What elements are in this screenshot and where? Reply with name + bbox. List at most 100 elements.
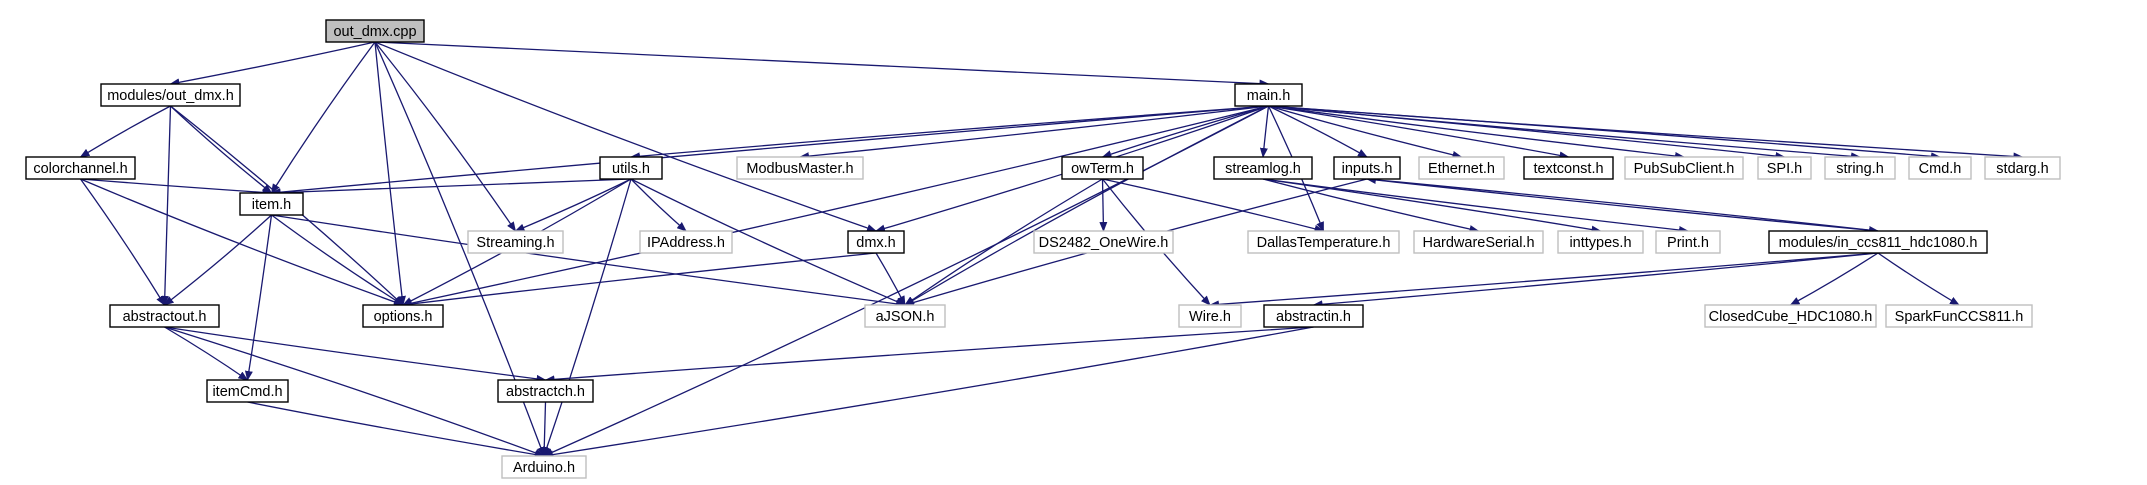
node-streamlog_h[interactable]: streamlog.h [1213,156,1313,180]
edge-owterm_h-to-ajson_h [904,178,1103,306]
node-box [847,230,905,254]
node-dmx_h[interactable]: dmx.h [847,230,905,254]
node-box [736,156,864,180]
edge-main_h-to-textconst_h [1268,105,1570,160]
node-label: Wire.h [1189,309,1231,325]
node-modbusmaster_h[interactable]: ModbusMaster.h [736,156,864,180]
node-label: textconst.h [1533,161,1603,177]
node-ds2482_h[interactable]: DS2482_OneWire.h [1033,230,1174,254]
node-options_h[interactable]: options.h [362,304,444,328]
node-inputs_h[interactable]: inputs.h [1333,156,1401,180]
node-string_h[interactable]: string.h [1824,156,1896,180]
edge-colorchannel_h-to-options_h [80,178,404,306]
node-closedcube_h[interactable]: ClosedCube_HDC1080.h [1704,304,1877,328]
edge-main_h-to-modbusmaster_h [799,105,1269,161]
node-label: SPI.h [1767,161,1802,177]
node-label: SparkFunCCS811.h [1895,309,2024,325]
edge-inputs_h-to-ccs811_h [1366,178,1879,234]
node-pubsubclient_h[interactable]: PubSubClient.h [1624,156,1744,180]
node-label: inputs.h [1342,161,1393,177]
node-hwserial_h[interactable]: HardwareSerial.h [1413,230,1544,254]
node-textconst_h[interactable]: textconst.h [1523,156,1614,180]
edge-out_dmx_cpp-to-dmx_h [374,41,877,232]
node-print_h[interactable]: Print.h [1655,230,1721,254]
node-ccs811_h[interactable]: modules/in_ccs811_hdc1080.h [1768,230,1988,254]
edge-main_h-to-utils_h [630,105,1269,161]
node-modules_out_dmx_h[interactable]: modules/out_dmx.h [100,83,241,107]
edge-utils_h-to-streaming_h [514,178,632,232]
node-label: abstractch.h [506,384,585,400]
node-box [864,304,946,328]
node-dallas_h[interactable]: DallasTemperature.h [1247,230,1400,254]
edge-ccs811_h-to-closedcube_h [1789,252,1879,306]
node-label: utils.h [612,161,650,177]
node-label: HardwareSerial.h [1422,235,1534,251]
node-label: abstractin.h [1276,309,1351,325]
node-label: ClosedCube_HDC1080.h [1709,309,1873,325]
node-box [501,455,587,479]
edge-item_h-to-ajson_h [271,214,906,308]
edge-colorchannel_h-to-abstractout_h [79,178,166,306]
node-box [1418,156,1505,180]
edge-utils_h-to-ipaddress_h [630,178,687,232]
node-ipaddress_h[interactable]: IPAddress.h [639,230,733,254]
node-label: Arduino.h [513,460,575,476]
edge-main_h-to-pubsubclient_h [1268,105,1685,160]
node-box [325,19,425,43]
node-label: abstractout.h [123,309,207,325]
node-inttypes_h[interactable]: inttypes.h [1557,230,1644,254]
edge-modules_out_dmx_h-to-colorchannel_h [79,105,171,158]
node-colorchannel_h[interactable]: colorchannel.h [25,156,136,180]
node-sparkfun_h[interactable]: SparkFunCCS811.h [1885,304,2033,328]
edge-ccs811_h-to-sparkfun_h [1877,252,1960,306]
node-abstractout_h[interactable]: abstractout.h [109,304,220,328]
node-wire_h[interactable]: Wire.h [1178,304,1242,328]
node-cmd_h[interactable]: Cmd.h [1908,156,1972,180]
node-label: item.h [252,197,292,213]
edge-owterm_h-to-ds2482_h [1099,178,1108,232]
edge-main_h-to-inputs_h [1268,105,1368,158]
edge-out_dmx_cpp-to-options_h [374,41,406,306]
node-ethernet_h[interactable]: Ethernet.h [1418,156,1505,180]
node-box [1824,156,1896,180]
node-out_dmx_cpp[interactable]: out_dmx.cpp [325,19,425,43]
node-box [467,230,564,254]
node-arduino_h[interactable]: Arduino.h [501,455,587,479]
node-label: itemCmd.h [212,384,282,400]
node-box [1704,304,1877,328]
edge-utils_h-to-item_h [270,178,632,197]
edge-item_h-to-options_h [271,214,404,306]
node-abstractin_h[interactable]: abstractin.h [1263,304,1364,328]
node-main_h[interactable]: main.h [1234,83,1303,107]
edge-streamlog_h-to-print_h [1262,178,1689,234]
node-abstractch_h[interactable]: abstractch.h [497,379,594,403]
node-stdarg_h[interactable]: stdarg.h [1984,156,2061,180]
node-ajson_h[interactable]: aJSON.h [864,304,946,328]
edge-utils_h-to-ajson_h [630,178,906,306]
node-box [1178,304,1242,328]
node-label: string.h [1836,161,1884,177]
node-label: modules/out_dmx.h [107,88,234,104]
edge-out_dmx_cpp-to-streaming_h [374,41,517,232]
node-item_h[interactable]: item.h [239,192,304,216]
edge-abstractch_h-to-arduino_h [540,401,549,457]
node-streaming_h[interactable]: Streaming.h [467,230,564,254]
node-label: aJSON.h [876,309,935,325]
edge-ccs811_h-to-wire_h [1209,252,1879,309]
node-label: Cmd.h [1919,161,1962,177]
edge-main_h-to-item_h [270,105,1269,197]
edge-colorchannel_h-to-item_h [80,178,273,197]
edge-out_dmx_cpp-to-main_h [374,41,1270,88]
node-box [1655,230,1721,254]
node-utils_h[interactable]: utils.h [599,156,663,180]
node-label: ModbusMaster.h [746,161,853,177]
edge-main_h-to-streamlog_h [1259,105,1270,158]
node-box [239,192,304,216]
node-owterm_h[interactable]: owTerm.h [1061,156,1144,180]
node-box [100,83,241,107]
node-itemCmd_h[interactable]: itemCmd.h [206,379,289,403]
node-spi_h[interactable]: SPI.h [1757,156,1812,180]
node-box [1624,156,1744,180]
edge-out_dmx_cpp-to-item_h [270,41,376,194]
